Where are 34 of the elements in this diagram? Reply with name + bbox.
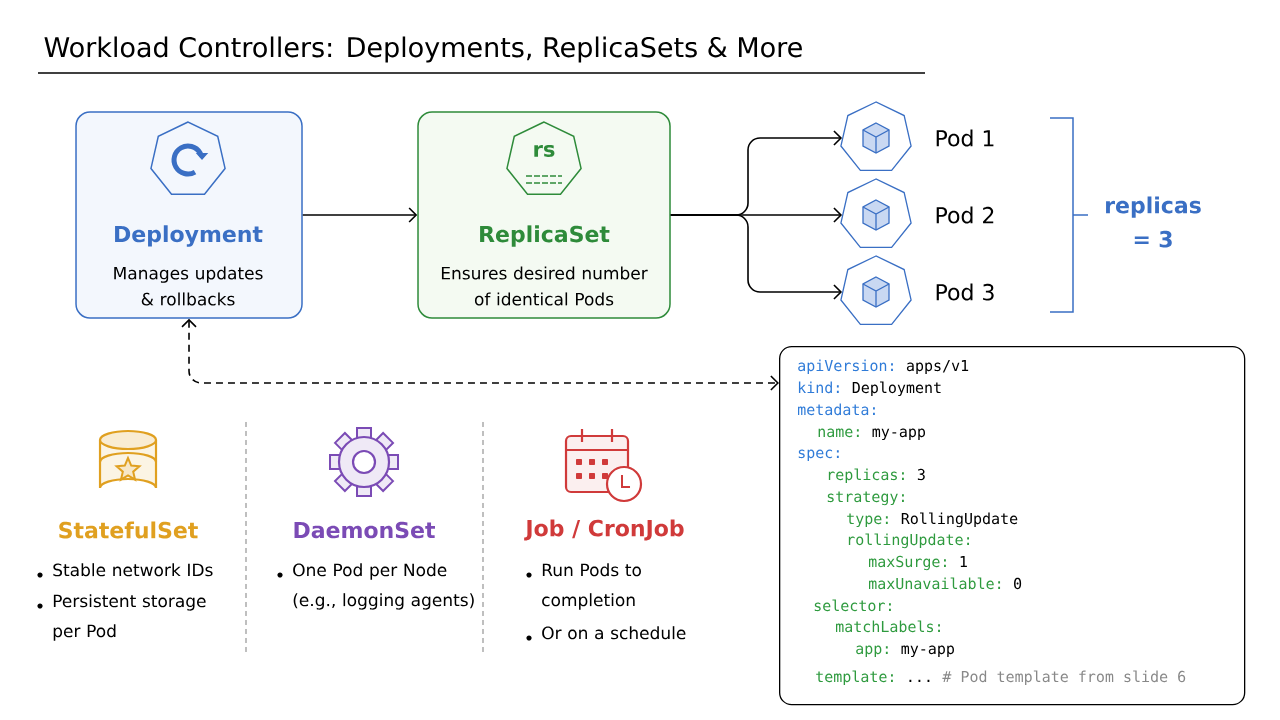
code-line: maxUnavailable: 0 [869, 577, 1022, 590]
code-line: name: my-app [818, 428, 925, 441]
bullet-item: One Pod per Node (e.g., logging agents) [277, 563, 474, 610]
bullet-item: Run Pods to completion [526, 563, 641, 610]
code-line: template: ... # Pod template from slide 6 [816, 670, 1186, 686]
code-line: replicas: 3 [828, 468, 925, 484]
code-panel [779, 346, 1246, 706]
arrow [669, 214, 843, 300]
code-line: matchLabels: [836, 620, 940, 633]
code-line: metadata: [798, 403, 875, 416]
arrow [301, 207, 418, 223]
replicaset-box: rs ReplicaSet Ensures desired number of identical Pods [417, 111, 671, 319]
bullet-item: Or on a schedule [526, 626, 686, 641]
deployment-box: Deployment Manages updates & rollbacks [75, 111, 303, 319]
pod-label: Pod 2 [936, 206, 994, 224]
code-line: selector: [814, 599, 891, 612]
code-line: app: my-app [856, 645, 954, 658]
code-line: apiVersion: apps/v1 [798, 359, 969, 375]
arrow [181, 318, 779, 391]
replica-count: replicas = 3 [1106, 196, 1201, 248]
code-line: kind: Deployment [798, 381, 941, 397]
code-line: maxSurge: 1 [869, 555, 967, 571]
heading: Job / CronJob [524, 519, 684, 541]
title: Workload Controllers: Deployments, ReplicaSets & More [44, 36, 802, 63]
pod-label: Pod 1 [936, 129, 994, 147]
code-line: strategy: [827, 491, 904, 506]
code-line: spec: [798, 449, 839, 462]
code-line: rollingUpdate: [848, 533, 969, 549]
heading: DaemonSet [294, 521, 435, 539]
bullet-item: Persistent storage per Pod [37, 594, 206, 641]
heading: StatefulSet [59, 521, 198, 539]
pod-label: Pod 3 [936, 283, 994, 301]
code-line: type: RollingUpdate [847, 512, 1018, 528]
bullet-item: Stable network IDs [37, 563, 213, 578]
